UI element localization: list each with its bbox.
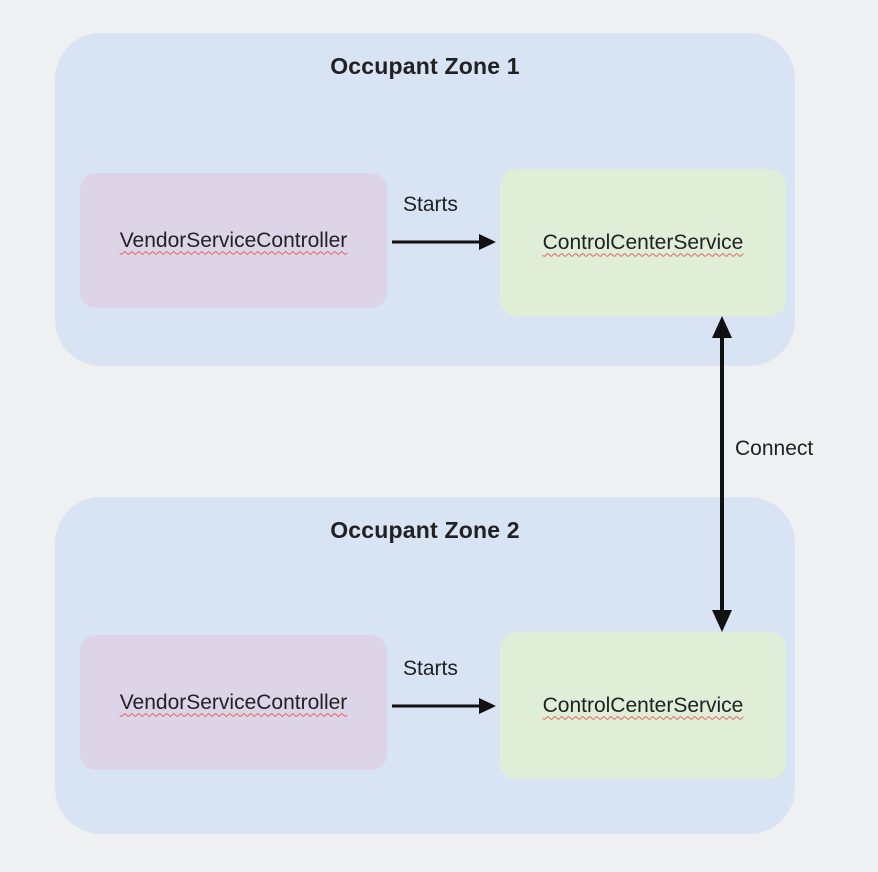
zone2-control-center-service-node: ControlCenterService [500, 632, 786, 779]
zone2-vendor-service-controller-node: VendorServiceController [80, 635, 387, 770]
zone1-starts-edge-label: Starts [403, 193, 458, 216]
zone2-vendor-service-controller-label: VendorServiceController [119, 690, 348, 714]
occupant-zone-1-title: Occupant Zone 1 [330, 53, 520, 79]
zone1-vendor-service-controller-label: VendorServiceController [119, 228, 348, 252]
zone1-vendor-service-controller-node: VendorServiceController [80, 173, 387, 308]
zone1-control-center-service-label: ControlCenterService [542, 230, 744, 254]
occupant-zone-1: Occupant Zone 1 VendorServiceController … [55, 33, 795, 366]
occupant-zone-2: Occupant Zone 2 VendorServiceController … [55, 497, 795, 834]
zone2-control-center-service-label: ControlCenterService [542, 693, 744, 717]
connect-edge-label: Connect [735, 437, 814, 460]
zone1-control-center-service-node: ControlCenterService [500, 169, 786, 316]
zone2-starts-edge-label: Starts [403, 657, 458, 680]
occupant-zone-2-title: Occupant Zone 2 [330, 517, 520, 543]
